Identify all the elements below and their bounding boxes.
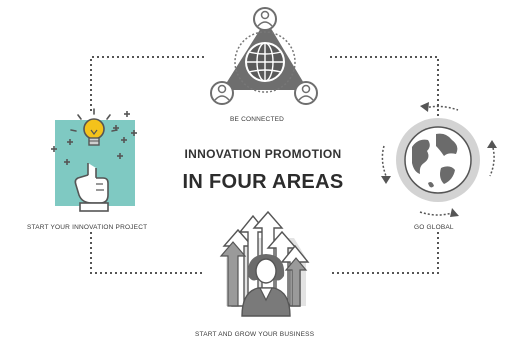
diagram-title-line2: IN FOUR AREAS	[182, 171, 344, 193]
connector-top-left	[90, 56, 204, 114]
label-start-innovation: START YOUR INNOVATION PROJECT	[27, 224, 148, 231]
connector-top-right	[330, 56, 439, 117]
diagram-title-line1: INNOVATION PROMOTION	[184, 147, 342, 161]
person-icon-right	[294, 81, 318, 105]
label-go-global: GO GLOBAL	[414, 224, 454, 231]
connector-bottom-left	[90, 232, 204, 274]
person-icon-left	[210, 81, 234, 105]
person-icon-top	[253, 7, 277, 31]
label-be-connected: BE CONNECTED	[230, 116, 285, 123]
connector-bottom-right	[330, 232, 439, 274]
label-start-grow-business: START AND GROW YOUR BUSINESS	[195, 331, 315, 338]
